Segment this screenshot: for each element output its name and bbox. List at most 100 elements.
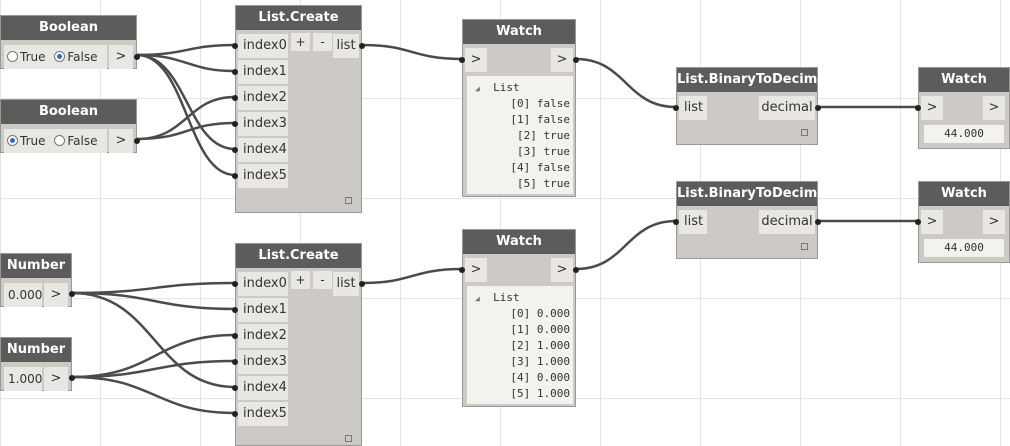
binary-to-decimal-node-2[interactable]: List.BinaryToDecimal list decimal [673, 181, 821, 259]
input-connector[interactable] [232, 121, 238, 127]
wire-bool1-index4[interactable] [136, 53, 236, 151]
input-connector[interactable] [232, 385, 238, 391]
input-port[interactable]: > [921, 210, 943, 234]
watch-node-4[interactable]: Watch > > 44.000 [915, 181, 1010, 263]
wire-num2-index2[interactable] [71, 333, 236, 379]
input-connector[interactable] [232, 411, 238, 417]
input-connector[interactable] [459, 267, 465, 273]
input-connector[interactable] [232, 333, 238, 339]
wire-watch1-btd1[interactable] [575, 57, 677, 109]
input-port-index4[interactable]: index4 [238, 376, 288, 400]
output-port[interactable]: > [44, 283, 68, 307]
output-connector[interactable] [359, 281, 365, 287]
output-port[interactable]: > [44, 367, 68, 391]
binary-to-decimal-node-1[interactable]: List.BinaryToDecimal list decimal [673, 67, 821, 145]
resize-square-icon[interactable] [345, 197, 352, 204]
input-port-list[interactable]: list [679, 96, 707, 120]
output-port[interactable]: > [983, 96, 1005, 120]
input-port-list[interactable]: list [679, 210, 707, 234]
number-node-1[interactable]: Number 0.000 > [0, 253, 75, 307]
input-port-index4[interactable]: index4 [238, 138, 288, 162]
list-header[interactable]: ◢ List [475, 81, 520, 94]
list-create-node-2[interactable]: List.Create index0 index1 index2 index3 … [232, 243, 365, 446]
boolean-toggle[interactable]: True False [4, 129, 107, 153]
list-header[interactable]: ◢ List [475, 291, 520, 304]
false-radio[interactable]: False [54, 45, 97, 69]
output-connector[interactable] [359, 43, 365, 49]
input-port-index0[interactable]: index0 [238, 272, 288, 296]
input-port-index5[interactable]: index5 [238, 402, 288, 426]
input-connector[interactable] [232, 43, 238, 49]
wire-bool1-index0[interactable] [136, 43, 236, 57]
wire-bool1-index1[interactable] [136, 53, 236, 73]
input-port[interactable]: > [465, 258, 487, 282]
watch-node-2[interactable]: Watch > > ◢ List [0] 0.000 [1] 0.000 [2]… [459, 229, 579, 407]
true-radio[interactable]: True [7, 45, 46, 69]
output-port[interactable]: > [109, 129, 133, 153]
input-connector[interactable] [915, 219, 921, 225]
input-port-index3[interactable]: index3 [238, 350, 288, 374]
input-connector[interactable] [232, 281, 238, 287]
boolean-node-1[interactable]: Boolean True False > [0, 15, 140, 69]
output-connector[interactable] [134, 54, 140, 60]
list-create-node-1[interactable]: List.Create index0 index1 index2 index3 … [232, 5, 365, 213]
wire-lc1-watch1[interactable] [362, 43, 463, 61]
wire-watch2-btd2[interactable] [575, 219, 677, 271]
wire-num1-index0[interactable] [71, 281, 236, 295]
output-port[interactable]: > [551, 48, 573, 72]
wire-num1-index1[interactable] [71, 291, 236, 311]
wire-lc2-watch2[interactable] [362, 267, 463, 285]
input-connector[interactable] [232, 95, 238, 101]
resize-square-icon[interactable] [801, 129, 808, 136]
input-connector[interactable] [673, 219, 679, 225]
boolean-node-2[interactable]: Boolean True False > [0, 99, 140, 153]
input-port[interactable]: > [921, 96, 943, 120]
triangle-down-icon[interactable]: ◢ [475, 294, 480, 303]
input-connector[interactable] [232, 359, 238, 365]
add-input-button[interactable]: + [291, 33, 310, 51]
input-connector[interactable] [673, 105, 679, 111]
output-port[interactable]: > [109, 45, 133, 69]
output-port[interactable]: list [333, 272, 359, 296]
output-connector[interactable] [573, 57, 579, 63]
true-radio[interactable]: True [7, 129, 46, 153]
input-port-index1[interactable]: index1 [238, 60, 288, 84]
remove-input-button[interactable]: - [313, 271, 332, 289]
add-input-button[interactable]: + [291, 271, 310, 289]
wire-bool2-index3[interactable] [136, 121, 236, 141]
resize-square-icon[interactable] [801, 243, 808, 250]
input-connector[interactable] [915, 105, 921, 111]
output-port[interactable]: > [551, 258, 573, 282]
input-connector[interactable] [232, 69, 238, 75]
input-connector[interactable] [232, 173, 238, 179]
wire-bool2-index2[interactable] [136, 95, 236, 141]
output-port[interactable]: list [333, 34, 359, 58]
remove-input-button[interactable]: - [313, 33, 332, 51]
input-port-index0[interactable]: index0 [238, 34, 288, 58]
wire-bool1-index5[interactable] [136, 53, 236, 177]
input-port-index1[interactable]: index1 [238, 298, 288, 322]
input-port-index2[interactable]: index2 [238, 86, 288, 110]
output-connector[interactable] [134, 138, 140, 144]
input-port-index3[interactable]: index3 [238, 112, 288, 136]
resize-square-icon[interactable] [345, 435, 352, 442]
triangle-down-icon[interactable]: ◢ [475, 84, 480, 93]
output-connector[interactable] [573, 267, 579, 273]
input-connector[interactable] [232, 307, 238, 313]
input-port-index5[interactable]: index5 [238, 164, 288, 188]
number-node-2[interactable]: Number 1.000 > [0, 337, 75, 391]
output-connector[interactable] [815, 105, 821, 111]
wire-num2-index5[interactable] [71, 375, 236, 415]
false-radio[interactable]: False [54, 129, 97, 153]
boolean-toggle[interactable]: True False [4, 45, 107, 69]
watch-node-1[interactable]: Watch > > ◢ List [0] false [1] false [2]… [459, 19, 579, 197]
wire-num2-index3[interactable] [71, 359, 236, 379]
output-connector[interactable] [815, 219, 821, 225]
output-connector[interactable] [69, 291, 75, 297]
output-port-decimal[interactable]: decimal [759, 96, 815, 120]
output-port[interactable]: > [983, 210, 1005, 234]
output-connector[interactable] [69, 375, 75, 381]
input-connector[interactable] [459, 57, 465, 63]
input-port-index2[interactable]: index2 [238, 324, 288, 348]
wire-num1-index4[interactable] [71, 291, 236, 389]
